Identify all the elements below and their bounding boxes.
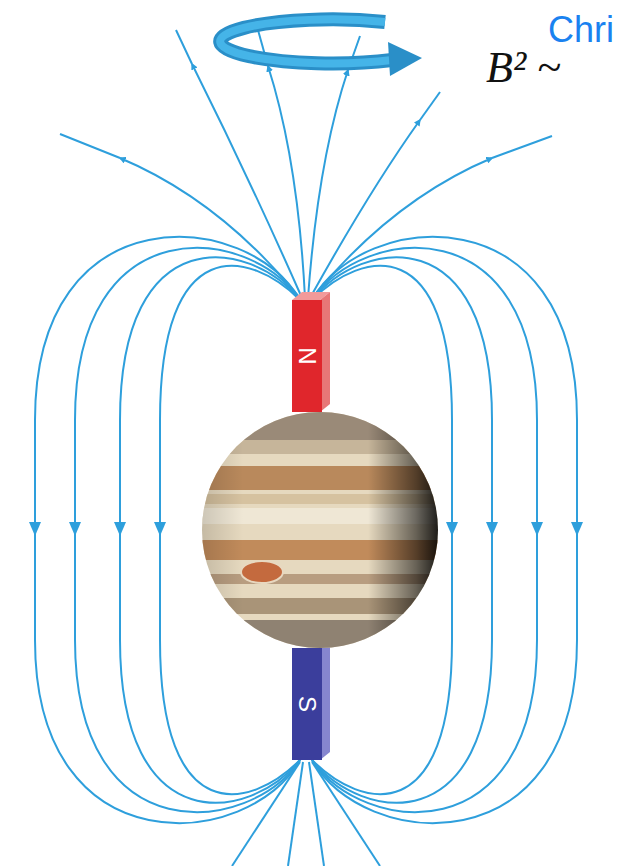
field-line bbox=[420, 92, 440, 120]
arrowhead bbox=[486, 522, 498, 536]
field-line bbox=[120, 158, 300, 298]
rotation-arrowhead bbox=[388, 42, 422, 76]
arrowhead bbox=[531, 522, 543, 536]
rotation-arrow bbox=[220, 19, 422, 76]
north-pole: N bbox=[292, 300, 322, 412]
formula-fragment: B² ~ bbox=[486, 44, 561, 92]
arrowhead bbox=[154, 522, 166, 536]
field-line bbox=[192, 64, 302, 298]
arrowhead bbox=[69, 522, 81, 536]
field-line bbox=[312, 762, 380, 866]
arrowhead bbox=[114, 522, 126, 536]
field-line bbox=[60, 134, 120, 158]
jupiter bbox=[200, 410, 440, 650]
rotation-ribbon bbox=[220, 19, 392, 63]
field-line bbox=[176, 30, 192, 64]
pole-letter: N bbox=[295, 347, 319, 364]
field-line bbox=[492, 136, 552, 158]
field-line bbox=[312, 158, 492, 298]
arrowhead bbox=[571, 522, 583, 536]
pole-letter: S bbox=[295, 696, 319, 712]
arrowhead bbox=[29, 522, 41, 536]
field-lines bbox=[35, 30, 577, 866]
field-line bbox=[288, 762, 303, 866]
arrowhead bbox=[446, 522, 458, 536]
rotation-ribbon bbox=[220, 19, 392, 63]
planet-base bbox=[200, 410, 440, 650]
south-pole: S bbox=[292, 648, 322, 760]
planet-shading bbox=[200, 410, 440, 650]
field-line bbox=[268, 66, 305, 298]
